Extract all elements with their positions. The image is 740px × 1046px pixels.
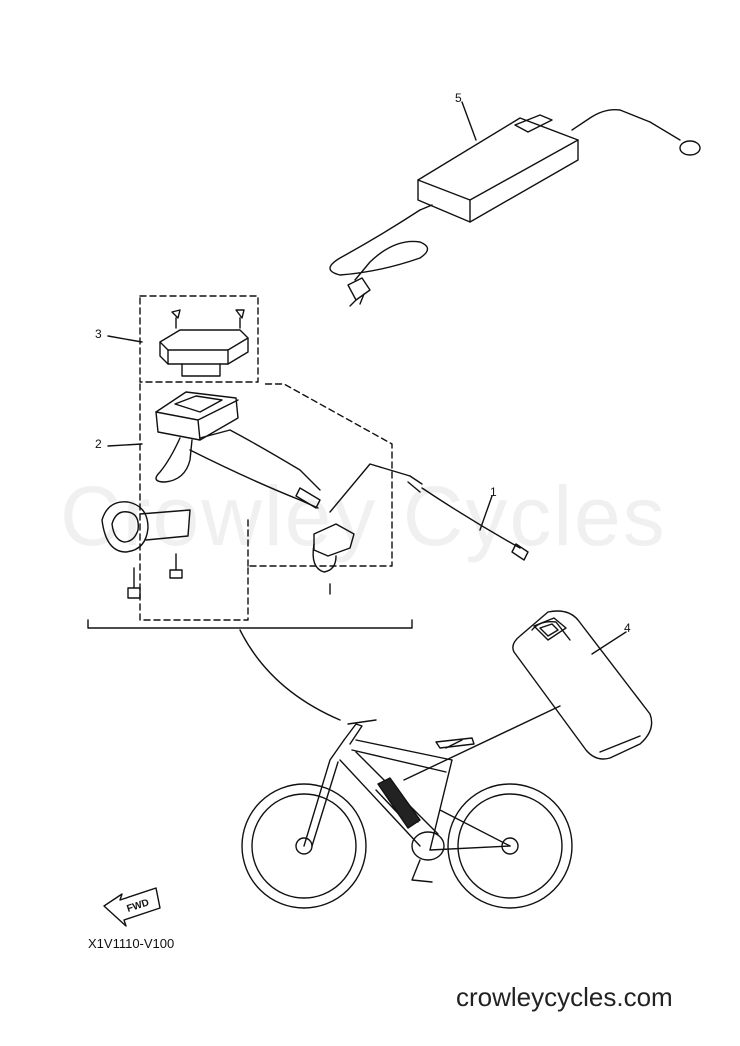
cable-part[interactable] [329, 463, 529, 561]
website-link[interactable]: crowleycycles.com [456, 982, 673, 1012]
callout-1: 1 [490, 485, 497, 499]
callout-3: 3 [95, 327, 102, 341]
battery-part[interactable] [512, 610, 653, 760]
display-part[interactable] [87, 383, 413, 629]
charger-part[interactable] [329, 108, 701, 307]
bracket-part[interactable] [139, 295, 259, 383]
callout-4: 4 [624, 621, 631, 635]
drawing-code: X1V1110-V100 [88, 936, 175, 951]
fwd-arrow-icon [103, 887, 161, 927]
watermark-text: Crowley Cycles [60, 469, 667, 563]
callout-5: 5 [455, 91, 462, 105]
bicycle-drawing [239, 629, 573, 909]
callout-2: 2 [95, 437, 102, 451]
